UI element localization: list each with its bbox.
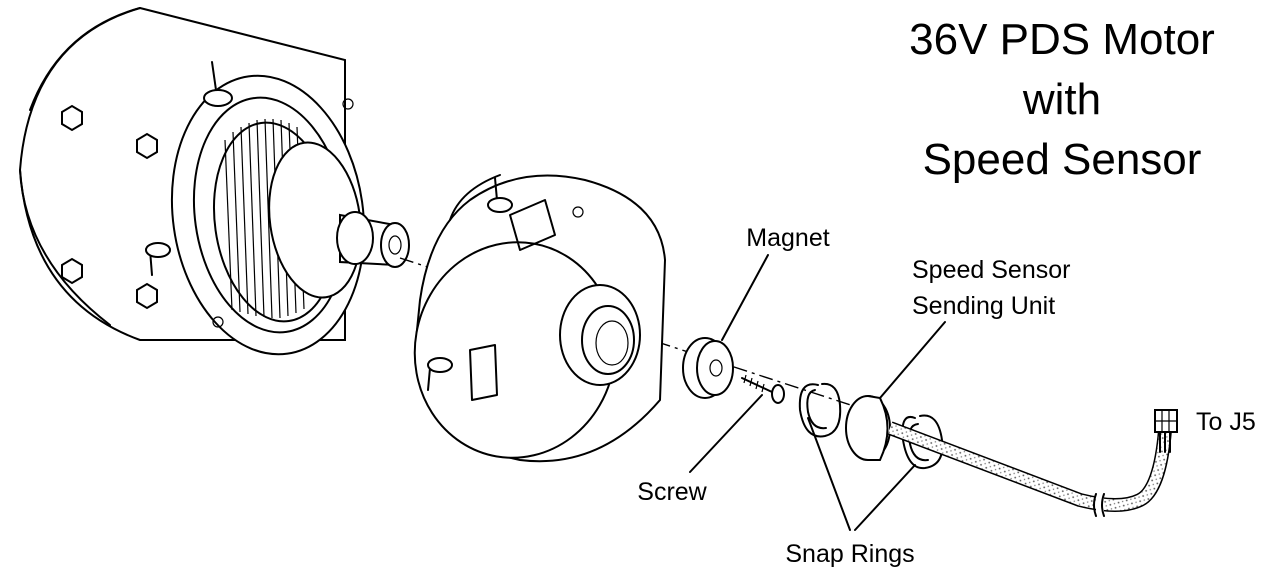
magnet — [682, 337, 734, 399]
title-line-1: 36V PDS Motor — [909, 15, 1215, 64]
end-cap — [413, 174, 667, 463]
snap-ring-leader-line-1 — [807, 417, 851, 531]
magnet-label: Magnet — [746, 224, 829, 252]
screw-leader-line — [689, 394, 763, 473]
sensor-cable — [888, 422, 1171, 511]
cable-break-icon — [1093, 493, 1105, 517]
snap-ring-leader-line-2 — [854, 464, 916, 531]
sensor-leader-line — [879, 321, 946, 399]
motor-body — [18, 6, 410, 356]
title-line-3: Speed Sensor — [923, 135, 1202, 184]
snap-rings-label: Snap Rings — [785, 540, 914, 568]
diagram-title: 36V PDS Motor with Speed Sensor — [909, 15, 1215, 184]
sensor-label-line-1: Speed Sensor — [912, 256, 1070, 284]
snap-ring-1 — [798, 382, 842, 438]
magnet-leader-line — [721, 254, 769, 341]
title-line-2: with — [1022, 75, 1101, 124]
connector-plug-icon — [1154, 409, 1178, 453]
speed-sensor-unit — [845, 395, 891, 461]
connector-label: To J5 — [1196, 408, 1256, 436]
screw — [741, 374, 785, 404]
sensor-label-line-2: Sending Unit — [912, 292, 1055, 320]
screw-label: Screw — [637, 478, 707, 506]
